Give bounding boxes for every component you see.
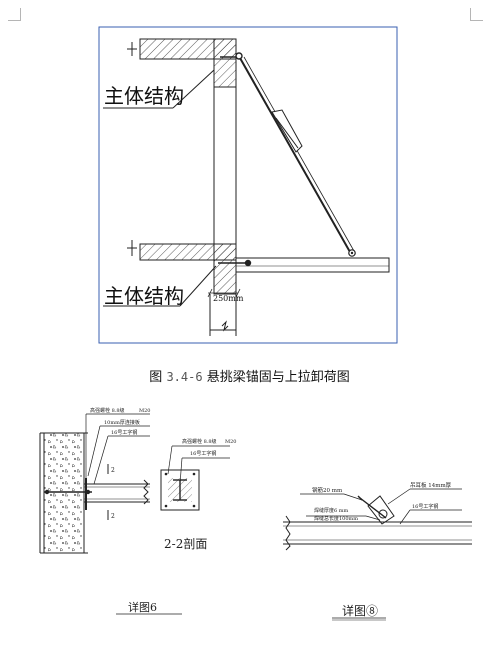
- note-bolt-size: M20: [139, 408, 150, 414]
- page-corner-mark-top-right: [470, 8, 483, 21]
- section-mark-top: 2: [111, 467, 115, 474]
- section-note-size: M20: [225, 439, 236, 445]
- section-mark-bottom: 2: [111, 513, 115, 520]
- detail8-beam: [283, 515, 472, 551]
- dimension-250: [207, 288, 241, 298]
- detail6-beam: [84, 478, 150, 510]
- figure-caption: 图 3.4-6 悬挑梁锚固与上拉卸荷图: [0, 366, 499, 385]
- note-weld-thickness: 焊缝厚度6 mm: [314, 507, 349, 514]
- cantilever-beam: [235, 257, 390, 273]
- section-title: 2-2剖面: [164, 537, 207, 551]
- caption-text: 悬挑梁锚固与上拉卸荷图: [206, 370, 350, 385]
- section-leaders: [167, 445, 230, 485]
- turnbuckle: [271, 109, 303, 153]
- label-main-structure-top: 主体结构: [104, 84, 184, 108]
- detail8-title: 详图⑧: [342, 603, 378, 618]
- top-tie-anchor: [220, 52, 243, 60]
- section-note-bolt: 高强螺栓 8.8级: [182, 438, 217, 445]
- lower-column-outline: [209, 294, 237, 336]
- detail8-leaders: [300, 488, 462, 525]
- detail6-title: 详图6: [128, 600, 157, 614]
- detail6-wall: [39, 432, 88, 554]
- tie-rod: [239, 56, 355, 253]
- note-plate: 10mm厚连接板: [104, 419, 140, 426]
- detail6-bolts: [44, 489, 92, 495]
- caption-prefix: 图: [149, 370, 163, 385]
- dimension-label: 250mm: [213, 294, 244, 303]
- drawing-frame: [98, 26, 398, 344]
- label-main-structure-bottom: 主体结构: [104, 284, 184, 308]
- section-note-beam: 16号工字钢: [190, 450, 216, 457]
- detail8-lifting-lug: [357, 495, 395, 525]
- label-leader-bottom: [103, 265, 217, 307]
- note-bolt: 高强螺栓 8.8级: [90, 407, 125, 414]
- caption-number: 3.4-6: [166, 370, 203, 384]
- cantilever-anchorage-drawing: 主体结构 主体结构 250mm: [98, 26, 398, 344]
- note-lug: 吊耳板 14mm厚: [410, 481, 452, 489]
- column-outline: [213, 59, 237, 246]
- note-rebar: 钢筋20 mm: [312, 486, 343, 494]
- beam-anchor-bolt: [218, 259, 252, 267]
- note-weld-length: 焊缝总长度100mm: [314, 515, 358, 522]
- note-beam: 16号工字钢: [111, 429, 137, 436]
- page-corner-mark-top-left: [8, 8, 21, 21]
- detail6-leaders: [85, 413, 150, 490]
- label-leader-top: [103, 69, 215, 109]
- note-beam-8: 16号工字钢: [412, 503, 438, 510]
- section-2-2-plate: [160, 469, 200, 511]
